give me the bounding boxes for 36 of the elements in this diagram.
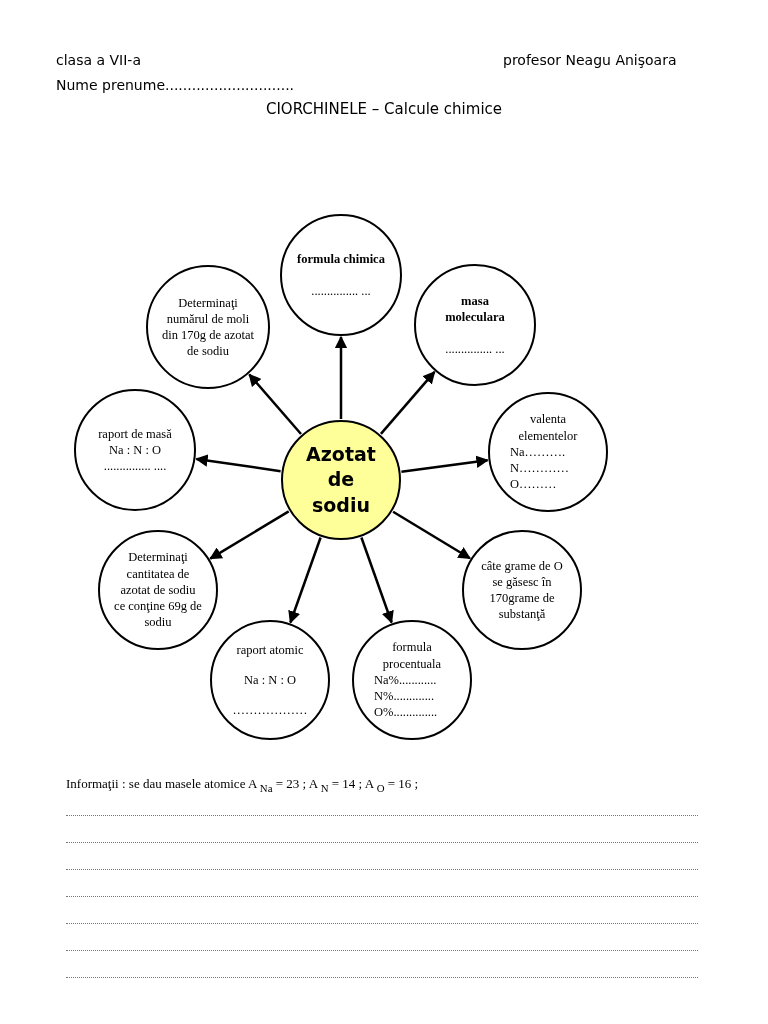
node-text: Na : N : O — [243, 671, 297, 689]
name-fill-in: Nume prenume............................. — [56, 77, 295, 93]
node-text: Determinaţi numărul de moli din 170g de azotat de sodiu — [162, 294, 254, 360]
node-text: câte grame de O se găsesc în 170grame de substanţă — [480, 557, 564, 623]
node-text: Na : N : O — [108, 441, 162, 459]
arrow — [379, 370, 436, 435]
arrow — [401, 455, 489, 474]
node-text: ……………… — [232, 702, 308, 719]
teacher-label: profesor Neagu Anişoara — [503, 52, 677, 68]
worksheet-title: CIORCHINELE – Calcule chimice — [264, 100, 504, 118]
node-text: ............... ... — [311, 283, 371, 300]
node-text: formula procentuala — [381, 639, 443, 672]
class-label: clasa a VII-a — [56, 52, 141, 68]
arrow — [195, 454, 281, 473]
node-text: ............... ... — [445, 341, 505, 358]
arrow — [248, 373, 302, 435]
node-text: masa moleculara — [444, 292, 506, 326]
topic-text: Azotat de sodiu — [305, 441, 377, 518]
node-text: ............... .... — [103, 458, 167, 475]
node-text: raport atomic — [236, 641, 304, 658]
node-text: Na%............ — [373, 671, 437, 689]
node-text: Determinaţi cantitatea de azotat de sodiu ce conţine 69g de sodiu — [114, 549, 202, 631]
node-text: O……… — [509, 476, 557, 493]
info-text: Informaţii : se dau masele atomice A $_{Na}$ = 23 ; A $_{N}$ = 14 ; A $_{O}$ = 16 ; — [66, 776, 419, 794]
node-text: N%............. — [373, 688, 435, 705]
arrow — [360, 537, 394, 624]
arrow — [209, 510, 290, 560]
node-text: raport de masă — [98, 425, 172, 442]
node-text: valenta elementelor — [517, 411, 579, 444]
arrow — [334, 335, 348, 419]
node-text: formula chimica — [297, 250, 385, 267]
node-text: O%.............. — [373, 704, 438, 721]
node-text: N………… — [509, 460, 570, 477]
node-text: Na………. — [509, 443, 566, 461]
arrow — [392, 510, 471, 560]
arrow — [288, 537, 322, 624]
